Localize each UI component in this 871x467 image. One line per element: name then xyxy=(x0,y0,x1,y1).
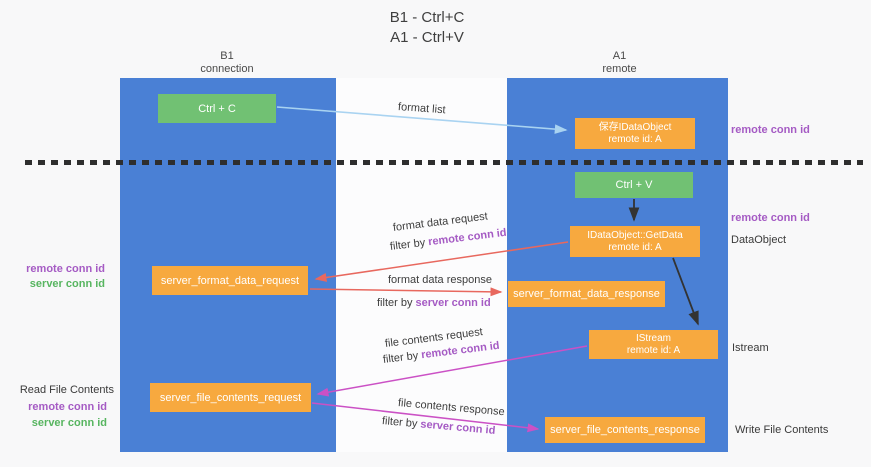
label-write-file-contents: Write File Contents xyxy=(735,424,829,436)
label-left-remote-conn-id-top: remote conn id xyxy=(26,263,105,275)
node-idataobject-getdata: IDataObject::GetData remote id: A xyxy=(570,226,700,257)
title-line-1: B1 - Ctrl+C xyxy=(389,9,465,26)
column-header-a1: A1 remote xyxy=(509,50,730,76)
diagram-title: B1 - Ctrl+C A1 - Ctrl+V xyxy=(0,8,854,48)
label-left-server-conn-id-bottom: server conn id xyxy=(31,417,107,429)
label-left-server-conn-id-top: server conn id xyxy=(29,278,105,290)
node-istream-line1: IStream xyxy=(635,332,671,344)
column-b1-subtitle: connection xyxy=(200,63,254,75)
node-getdata-line2: remote id: A xyxy=(608,241,662,253)
node-ctrl-v: Ctrl + V xyxy=(575,172,693,198)
label-read-file-contents: Read File Contents xyxy=(19,384,114,396)
node-server-file-contents-response: server_file_contents_response xyxy=(545,417,705,443)
node-save-idataobject: 保存IDataObject remote id: A xyxy=(575,118,695,149)
node-ctrl-v-label: Ctrl + V xyxy=(615,179,653,191)
column-b1-name: B1 xyxy=(220,50,234,62)
node-server-format-data-request: server_format_data_request xyxy=(152,266,308,295)
node-save-idataobject-line1: 保存IDataObject xyxy=(598,121,672,133)
column-header-b1: B1 connection xyxy=(119,50,335,76)
column-a1-name: A1 xyxy=(612,50,627,62)
node-format-request-label: server_format_data_request xyxy=(160,274,300,287)
column-a1-subtitle: remote xyxy=(602,63,637,75)
node-getdata-line1: IDataObject::GetData xyxy=(587,229,683,241)
node-istream-line2: remote id: A xyxy=(626,344,681,356)
label-right-remote-conn-id-top: remote conn id xyxy=(731,124,810,136)
node-file-request-label: server_file_contents_request xyxy=(159,391,302,404)
node-ctrl-c-label: Ctrl + C xyxy=(198,102,236,115)
session-divider-dashed-line xyxy=(25,160,863,165)
node-server-format-data-response: server_format_data_response xyxy=(508,281,665,307)
label-dataobject: DataObject xyxy=(731,234,787,246)
filter-id-2: server conn id xyxy=(415,297,491,309)
center-band xyxy=(336,78,507,452)
label-filter-server-conn-1: filter by server conn id xyxy=(377,297,491,309)
label-format-data-response: format data response xyxy=(388,274,492,286)
node-server-file-contents-request: server_file_contents_request xyxy=(150,383,311,412)
node-format-response-label: server_format_data_response xyxy=(513,288,660,300)
node-ctrl-c: Ctrl + C xyxy=(158,94,276,123)
node-istream: IStream remote id: A xyxy=(589,330,718,359)
title-line-2: A1 - Ctrl+V xyxy=(390,29,464,46)
node-file-response-label: server_file_contents_response xyxy=(550,424,700,436)
filter-prefix-2: filter by xyxy=(377,297,416,309)
node-save-idataobject-line2: remote id: A xyxy=(608,133,662,145)
label-istream: Istream xyxy=(732,342,769,354)
label-left-remote-conn-id-bottom: remote conn id xyxy=(28,401,107,413)
label-right-remote-conn-id-mid: remote conn id xyxy=(731,212,810,224)
